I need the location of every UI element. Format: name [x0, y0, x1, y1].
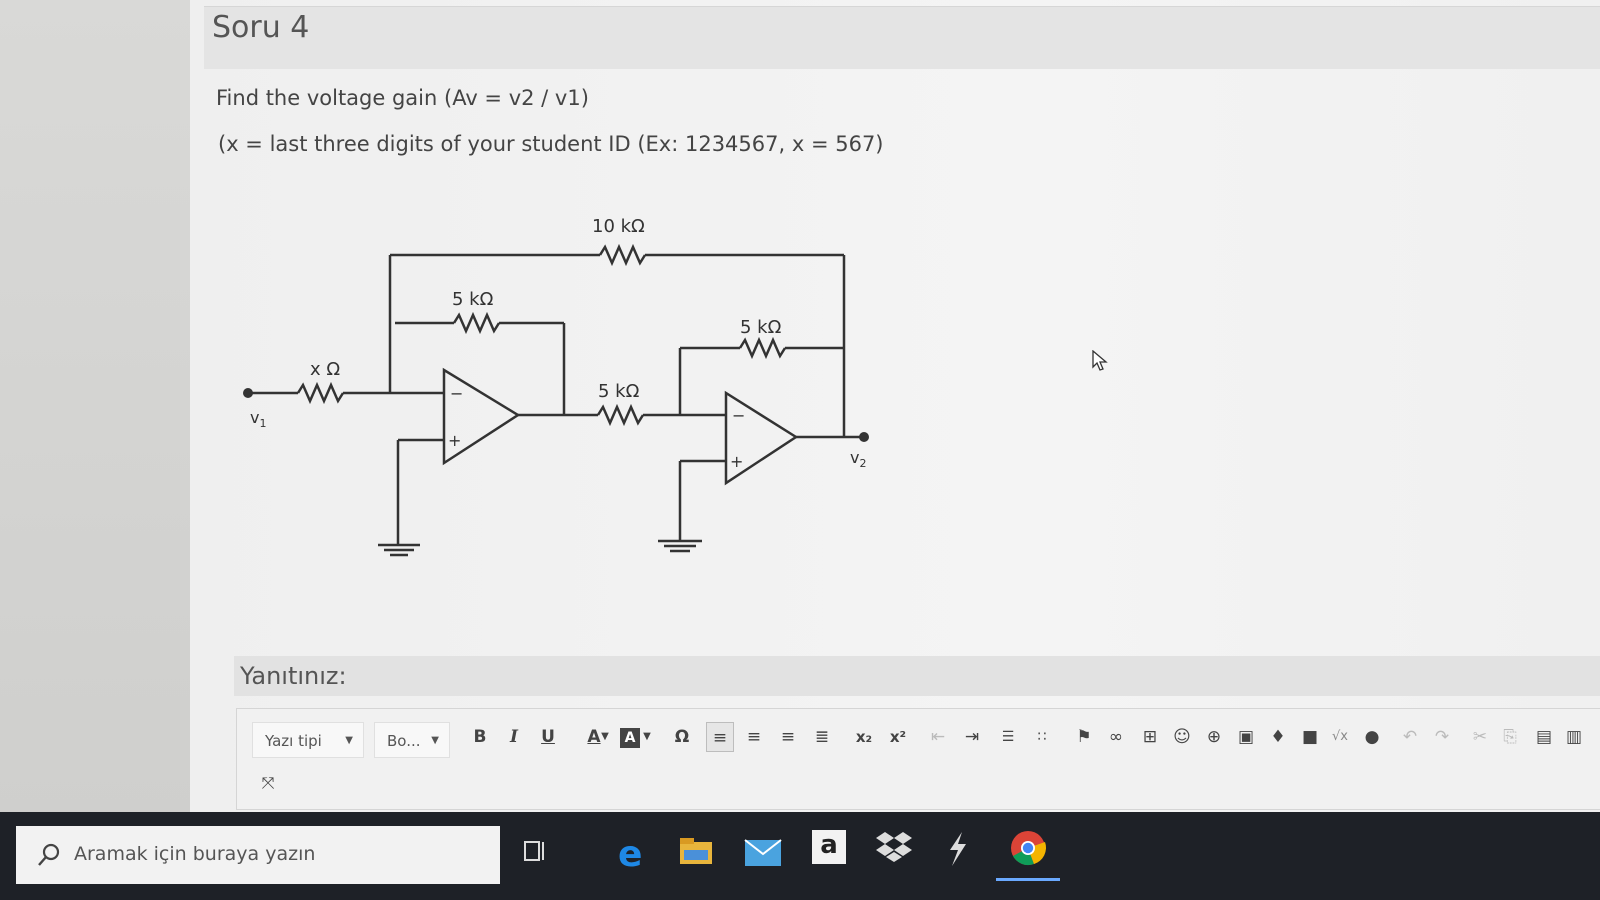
chevron-down-icon: ▼	[431, 735, 439, 746]
cut-icon[interactable]: ✂	[1472, 727, 1488, 747]
left-margin	[0, 0, 190, 820]
r-between-label: 5 kΩ	[598, 381, 640, 402]
r-feedback-first-label: 5 kΩ	[452, 289, 494, 310]
edge-browser-icon[interactable]: e	[612, 834, 652, 875]
amazon-icon[interactable]: a	[812, 830, 846, 864]
copy-icon[interactable]: ⎘	[1503, 727, 1517, 747]
indent-icon[interactable]: ⇥	[964, 727, 980, 747]
answer-editor[interactable]	[236, 708, 1600, 810]
image-icon[interactable]: ▣	[1237, 727, 1255, 747]
app-lightning-icon[interactable]	[946, 832, 986, 872]
search-placeholder: Aramak için buraya yazın	[74, 843, 316, 865]
opamp2-minus: −	[732, 406, 745, 425]
opamp1-minus: −	[450, 384, 463, 403]
font-family-dropdown[interactable]: Yazı tipi ▼	[252, 722, 364, 758]
answer-label: Yanıtınız:	[240, 662, 347, 690]
globe-icon[interactable]: ⊕	[1206, 727, 1222, 747]
align-justify-icon[interactable]: ≣	[814, 727, 830, 747]
output-node	[859, 432, 869, 442]
question-text: Find the voltage gain (Av = v2 / v1)	[216, 86, 589, 110]
bullet-list-icon[interactable]: ∷	[1037, 729, 1047, 745]
flag-icon[interactable]: ⚑	[1076, 727, 1092, 747]
output-label: v2	[850, 448, 866, 470]
align-right-icon[interactable]: ≡	[780, 727, 796, 747]
paste-text-icon[interactable]: ▥	[1565, 727, 1583, 747]
font-family-value: Yazı tipi	[265, 732, 322, 750]
paste-icon[interactable]: ▤	[1535, 727, 1553, 747]
r-feedback-second-label: 5 kΩ	[740, 317, 782, 338]
redo-icon[interactable]: ↷	[1434, 727, 1450, 747]
special-character-button[interactable]: Ω	[674, 727, 690, 747]
chevron-down-icon: ▼	[345, 735, 353, 746]
opamp1-plus: +	[448, 431, 461, 450]
chrome-active-indicator	[996, 878, 1060, 881]
video-icon[interactable]: ■	[1301, 727, 1319, 747]
background-color-button[interactable]: A	[620, 728, 640, 748]
mouse-cursor-icon	[1092, 350, 1108, 371]
numbered-list-icon[interactable]: ☰	[1001, 729, 1015, 745]
chevron-down-icon[interactable]: ▼	[643, 731, 651, 742]
input-label: v1	[250, 408, 266, 430]
emoji-icon[interactable]: ☺	[1173, 727, 1191, 747]
superscript-button[interactable]: x²	[889, 728, 907, 746]
font-size-value: Bo...	[387, 732, 421, 750]
font-color-button[interactable]: A	[587, 727, 601, 747]
taskbar-search-box[interactable]: Aramak için buraya yazın	[16, 826, 500, 884]
mail-icon[interactable]	[744, 838, 784, 878]
r-feedback-outer-label: 10 kΩ	[592, 216, 645, 237]
task-view-icon[interactable]	[522, 838, 550, 866]
answer-header	[234, 656, 1600, 696]
question-hint: (x = last three digits of your student I…	[218, 132, 884, 156]
svg-text:e: e	[618, 834, 642, 874]
bold-button[interactable]: B	[473, 727, 487, 747]
input-node	[243, 388, 253, 398]
chevron-down-icon[interactable]: ▼	[601, 731, 609, 742]
undo-icon[interactable]: ↶	[1402, 727, 1418, 747]
equation-button[interactable]: √x	[1332, 729, 1348, 744]
file-explorer-icon[interactable]	[678, 836, 718, 876]
font-size-dropdown[interactable]: Bo... ▼	[374, 722, 450, 758]
link-icon[interactable]: ∞	[1108, 727, 1124, 747]
opamp-circuit-diagram: 10 kΩ 5 kΩ x Ω 5 kΩ 5 kΩ − + − + v1 v2	[243, 216, 869, 557]
fullscreen-icon[interactable]: ⤧	[261, 773, 275, 792]
subscript-button[interactable]: x₂	[855, 728, 873, 746]
italic-button[interactable]: I	[510, 727, 518, 747]
question-header	[204, 6, 1600, 69]
table-icon[interactable]: ⊞	[1142, 727, 1158, 747]
align-center-icon[interactable]: ≡	[746, 727, 762, 747]
audio-icon[interactable]: ♦	[1270, 727, 1286, 747]
dropbox-icon[interactable]	[876, 830, 916, 870]
opamp2-plus: +	[730, 452, 743, 471]
align-left-icon[interactable]: ≡	[706, 722, 734, 752]
chrome-browser-icon[interactable]	[1008, 828, 1048, 868]
outdent-icon[interactable]: ⇤	[930, 727, 946, 747]
r-input-label: x Ω	[310, 359, 340, 380]
search-icon	[38, 843, 60, 866]
underline-button[interactable]: U	[541, 727, 555, 747]
help-icon[interactable]: ●	[1364, 727, 1380, 747]
question-title: Soru 4	[212, 10, 310, 45]
